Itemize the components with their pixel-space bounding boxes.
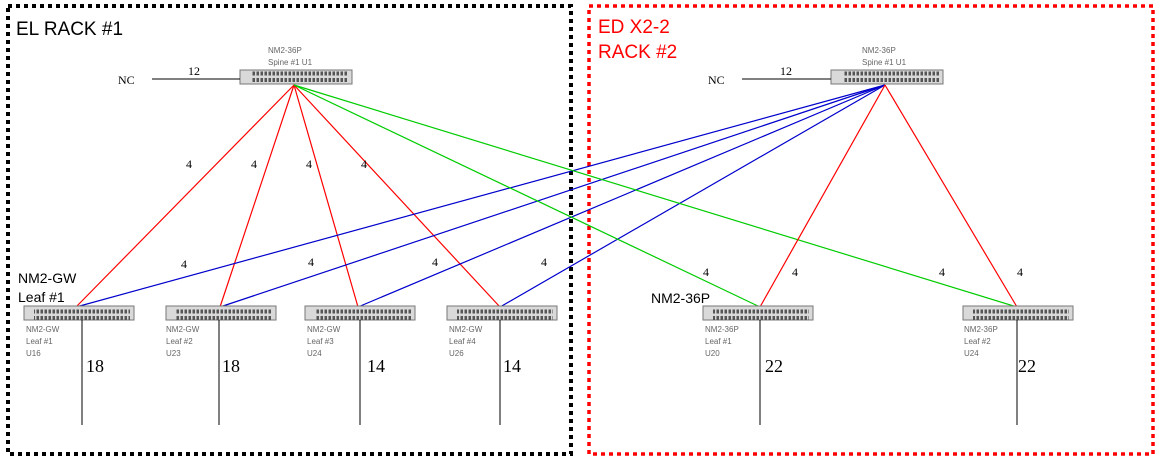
link-r2spine-gw-leaf-1	[75, 84, 886, 308]
leaf-unit: U20	[705, 349, 720, 358]
link-label-r1spine-36p2: 4	[939, 265, 945, 279]
rack1-leaf-4: NM2-GW Leaf #4 U26 14	[446, 305, 558, 425]
leaf-unit: U24	[964, 349, 979, 358]
link-r1spine-gw-leaf-2	[219, 84, 295, 308]
link-label-r1spine-gw2: 4	[251, 157, 257, 171]
link-r2spine-36p-leaf-1	[759, 84, 886, 308]
link-label-r1spine-gw4: 4	[361, 157, 367, 171]
rack2-leaf-1: NM2-36P Leaf #1 U20 22	[702, 305, 814, 425]
leaf-name: NM2-GW	[166, 325, 200, 334]
link-r2spine-gw-leaf-3	[357, 84, 886, 308]
downlink-count: 14	[367, 356, 385, 376]
link-label-r1spine-gw1: 4	[186, 157, 192, 171]
leaf-unit: U24	[307, 349, 322, 358]
leaf-name: NM2-GW	[307, 325, 341, 334]
link-labels: 4 4 4 4 4 4 4 4 4 4 4 4	[181, 157, 1023, 279]
link-r2spine-gw-leaf-4	[499, 84, 886, 308]
rack1-spine-name: NM2-36P	[268, 46, 302, 55]
rack1-leaf-1: NM2-GW Leaf #1 U16 18	[23, 305, 135, 425]
link-label-r2spine-gw1: 4	[181, 257, 187, 271]
leaf-name: NM2-36P	[964, 325, 998, 334]
link-r1spine-36p-leaf-2	[293, 84, 1018, 308]
leaf-number: Leaf #1	[26, 337, 53, 346]
rack2-nc-label: NC	[708, 73, 725, 87]
leaf-unit: U26	[449, 349, 464, 358]
link-r2spine-36p-leaf-2	[884, 84, 1018, 308]
link-r1spine-gw-leaf-3	[293, 84, 359, 308]
rack2-spine-switch	[830, 69, 944, 85]
links-layer	[75, 84, 1018, 308]
link-label-r2spine-gw3: 4	[432, 255, 438, 269]
leaf-name: NM2-GW	[26, 325, 60, 334]
leaf-unit: U16	[26, 349, 41, 358]
link-label-r2spine-36p1: 4	[792, 265, 798, 279]
link-label-r1spine-gw3: 4	[306, 157, 312, 171]
rack1-nc-label: NC	[118, 73, 135, 87]
link-r1spine-gw-leaf-4	[293, 84, 501, 308]
leaf-number: Leaf #3	[307, 337, 334, 346]
link-label-r2spine-36p2: 4	[1017, 265, 1023, 279]
leaf-number: Leaf #1	[705, 337, 732, 346]
rack1-title: EL RACK #1	[16, 19, 123, 40]
rack2-group-label: NM2-36P	[651, 290, 710, 306]
downlink-count: 18	[86, 356, 104, 376]
rack1-nc-count: 12	[188, 64, 200, 78]
rack1-spine-unit: Spine #1 U1	[268, 58, 313, 67]
rack2-spine-unit: Spine #1 U1	[862, 58, 907, 67]
rack2-leaf-2: NM2-36P Leaf #2 U24 22	[962, 305, 1074, 425]
rack2-title-line2: RACK #2	[598, 42, 677, 63]
link-label-r2spine-gw4: 4	[541, 255, 547, 269]
rack2-spine-name: NM2-36P	[862, 46, 896, 55]
rack1-frame	[6, 4, 573, 456]
leaf-name: NM2-36P	[705, 325, 739, 334]
link-label-r1spine-36p1: 4	[703, 265, 709, 279]
link-r1spine-36p-leaf-1	[293, 84, 761, 308]
leaf-number: Leaf #2	[964, 337, 991, 346]
rack2-title-line1: ED X2-2	[598, 17, 670, 38]
rack1-group-label-line2: Leaf #1	[18, 289, 65, 305]
downlink-count: 14	[503, 356, 521, 376]
downlink-count: 22	[765, 356, 783, 376]
leaf-number: Leaf #4	[449, 337, 476, 346]
rack2-frame	[587, 4, 1155, 456]
link-r2spine-gw-leaf-2	[219, 84, 886, 308]
downlink-count: 18	[222, 356, 240, 376]
rack1-leaf-2: NM2-GW Leaf #2 U23 18	[165, 305, 277, 425]
rack1-leaf-3: NM2-GW Leaf #3 U24 14	[304, 305, 416, 425]
rack2-nc-count: 12	[780, 64, 792, 78]
downlink-count: 22	[1018, 356, 1036, 376]
link-r1spine-gw-leaf-1	[75, 84, 295, 308]
leaf-unit: U23	[166, 349, 181, 358]
leaf-name: NM2-GW	[449, 325, 483, 334]
rack1-group-label-line1: NM2-GW	[18, 270, 77, 286]
leaf-number: Leaf #2	[166, 337, 193, 346]
link-label-r2spine-gw2: 4	[308, 255, 314, 269]
rack1-spine-switch	[239, 69, 353, 85]
